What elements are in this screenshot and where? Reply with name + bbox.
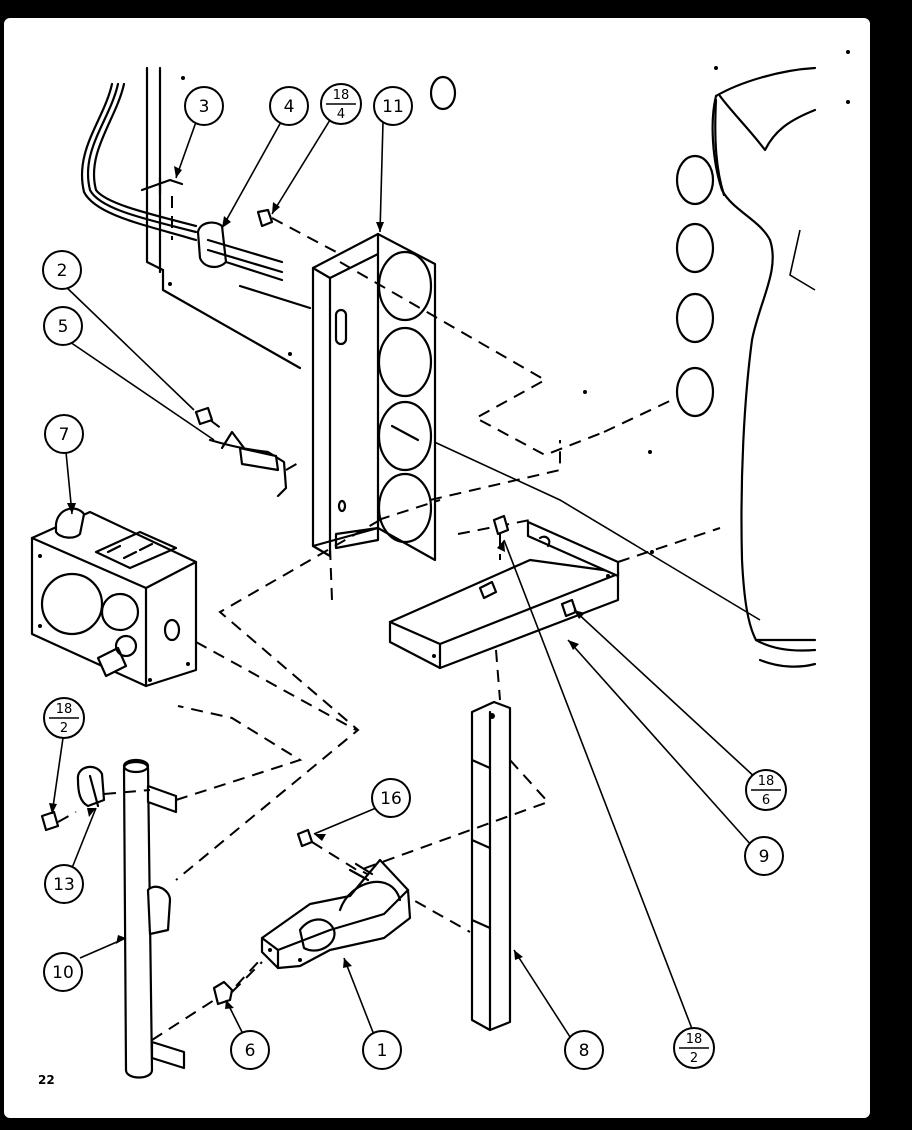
callout-6-label: 6: [245, 1041, 256, 1061]
callout-9: 9: [744, 836, 784, 876]
heat-exchanger-port: [675, 154, 715, 206]
callout-18-6: 18 6: [745, 769, 787, 811]
callout-13-label: 13: [53, 875, 75, 895]
callout-6: 6: [230, 1030, 270, 1070]
callout-5: 5: [43, 306, 83, 346]
alignment-lines-manifold: [175, 261, 677, 881]
part-10-gas-manifold-pipe: [122, 705, 303, 1079]
callout-18-2-bottom: 18 2: [673, 1027, 715, 1069]
callout-18-2-left-top: 18: [56, 702, 73, 717]
furnace-heat-exchanger: [583, 50, 850, 668]
callout-11-label: 11: [382, 97, 404, 117]
callout-3: 3: [184, 86, 224, 126]
leader-lines: [49, 119, 759, 1041]
part-7-gas-valve: [30, 507, 357, 731]
callout-2-label: 2: [57, 261, 68, 281]
callout-18-2-left-bottom: 2: [60, 721, 68, 736]
callout-4: 4: [269, 86, 309, 126]
part-11-manifold-bracket: [311, 232, 437, 562]
part-9-burner-support: [388, 519, 721, 701]
page-number: 22: [38, 1073, 55, 1087]
callout-8-label: 8: [579, 1041, 590, 1061]
callout-1: 1: [362, 1030, 402, 1070]
callout-18-6-bottom: 6: [762, 793, 770, 808]
callout-1-label: 1: [377, 1041, 388, 1061]
callout-18-2-left: 18 2: [43, 697, 85, 739]
heat-exchanger-port: [675, 366, 715, 418]
callout-4-label: 4: [284, 97, 295, 117]
part-13-clamp: [76, 765, 151, 808]
part-3-wire-clip: [140, 176, 184, 240]
callout-16-label: 16: [380, 789, 402, 809]
callout-8: 8: [564, 1030, 604, 1070]
part-18-2-screw-left: [40, 810, 77, 832]
part-18-2-screw-upper: [492, 514, 510, 560]
callout-7: 7: [44, 414, 84, 454]
callout-3-label: 3: [199, 97, 210, 117]
callout-16: 16: [371, 778, 411, 818]
heat-exchanger-port: [675, 222, 715, 274]
callout-10: 10: [43, 952, 83, 992]
callout-18-2-bottom-bottom: 2: [690, 1051, 698, 1066]
wire-harness: [80, 82, 198, 242]
callout-7-label: 7: [59, 425, 70, 445]
part-5-igniter: [208, 430, 301, 498]
callout-18-4-top: 18: [333, 88, 350, 103]
callout-18-4: 18 4: [320, 83, 362, 125]
part-2-screw: [194, 406, 227, 433]
callout-18-4-bottom: 4: [337, 107, 345, 122]
part-6-orifice: [212, 961, 263, 1006]
part-4-grommet: [196, 221, 284, 282]
callout-18-6-top: 18: [758, 774, 775, 789]
callout-11: 11: [373, 86, 413, 126]
callout-2: 2: [42, 250, 82, 290]
callout-18-2-bottom-top: 18: [686, 1032, 703, 1047]
callout-9-label: 9: [759, 847, 770, 867]
part-16-screw: [296, 828, 361, 873]
callout-5-label: 5: [58, 317, 69, 337]
part-18-4-screw: [256, 208, 341, 255]
callout-10-label: 10: [52, 963, 74, 983]
callout-13: 13: [44, 864, 84, 904]
part-8-burner-rail: [357, 700, 550, 1032]
part-1-burner: [260, 858, 412, 970]
heat-exchanger-port: [675, 292, 715, 344]
back-panel: [145, 66, 761, 621]
